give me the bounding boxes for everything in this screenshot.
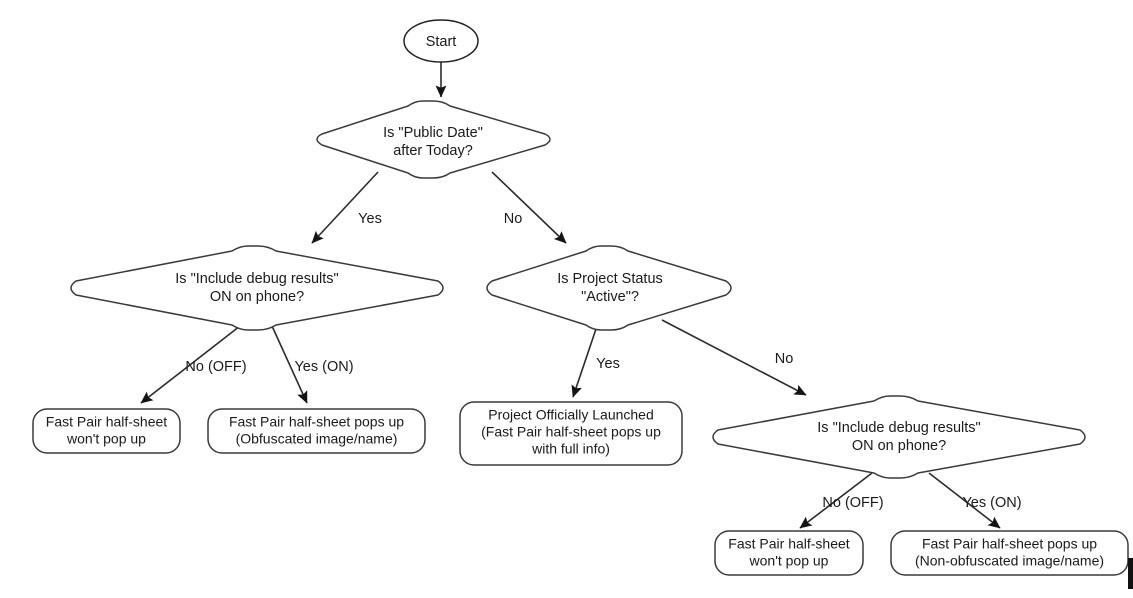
- result-d-line1: Fast Pair half-sheet: [728, 536, 849, 552]
- edge-label-project-status-no: No: [775, 351, 794, 367]
- edge-debug-left-yes: [271, 325, 308, 404]
- node-start[interactable]: Start: [403, 19, 479, 63]
- node-public-date-decision[interactable]: Is "Public Date" after Today?: [316, 100, 551, 179]
- project-status-line2: "Active"?: [581, 289, 639, 305]
- result-b-line1: Fast Pair half-sheet pops up: [229, 414, 404, 430]
- edge-public-date-no: [491, 171, 567, 244]
- edge-debug-left-no: [140, 325, 241, 404]
- edges-layer: [140, 62, 1001, 529]
- edge-label-public-date-no: No: [504, 211, 523, 227]
- result-a-box: [32, 408, 181, 454]
- debug-right-line1: Is "Include debug results": [817, 420, 980, 436]
- result-c-line3: with full info): [531, 441, 610, 457]
- page-edge-mark: [1128, 558, 1133, 589]
- start-label: Start: [426, 34, 457, 50]
- debug-results-right-diamond: [712, 395, 1086, 479]
- edge-label-debug-right-no: No (OFF): [822, 495, 883, 511]
- result-e-line1: Fast Pair half-sheet pops up: [922, 536, 1097, 552]
- result-c-line2: (Fast Pair half-sheet pops up: [481, 424, 661, 440]
- node-result-officially-launched[interactable]: Project Officially Launched (Fast Pair h…: [459, 401, 683, 466]
- debug-left-line2: ON on phone?: [210, 289, 304, 305]
- result-b-box: [207, 408, 426, 454]
- node-result-non-obfuscated[interactable]: Fast Pair half-sheet pops up (Non-obfusc…: [890, 530, 1129, 576]
- result-c-line1: Project Officially Launched: [488, 407, 654, 423]
- edge-label-project-status-yes: Yes: [596, 356, 620, 372]
- node-debug-results-right-decision[interactable]: Is "Include debug results" ON on phone?: [712, 395, 1086, 479]
- result-e-box: [890, 530, 1129, 576]
- project-status-diamond: [486, 245, 732, 331]
- result-d-box: [714, 530, 864, 576]
- debug-left-line1: Is "Include debug results": [175, 271, 338, 287]
- edge-debug-right-yes: [928, 472, 1001, 529]
- result-d-line2: won't pop up: [749, 553, 829, 569]
- public-date-line2: after Today?: [393, 143, 473, 159]
- edge-public-date-yes: [311, 171, 379, 244]
- edge-debug-right-no: [799, 472, 873, 529]
- edge-project-status-no: [661, 319, 807, 396]
- edge-labels-layer: Yes No No (OFF) Yes (ON) Yes No No (OFF)…: [185, 211, 1021, 511]
- edge-label-debug-left-no: No (OFF): [185, 359, 246, 375]
- start-ellipse: [403, 19, 479, 63]
- result-a-line1: Fast Pair half-sheet: [46, 414, 167, 430]
- result-e-line2: (Non-obfuscated image/name): [915, 553, 1104, 569]
- node-debug-results-left-decision[interactable]: Is "Include debug results" ON on phone?: [70, 245, 444, 331]
- debug-right-line2: ON on phone?: [852, 438, 946, 454]
- node-result-no-popup-right[interactable]: Fast Pair half-sheet won't pop up: [714, 530, 864, 576]
- edge-label-debug-right-yes: Yes (ON): [962, 495, 1021, 511]
- public-date-diamond: [316, 100, 551, 179]
- edge-label-public-date-yes: Yes: [358, 211, 382, 227]
- node-result-no-popup-left[interactable]: Fast Pair half-sheet won't pop up: [32, 408, 181, 454]
- result-a-line2: won't pop up: [66, 431, 146, 447]
- debug-results-left-diamond: [70, 245, 444, 331]
- node-project-status-decision[interactable]: Is Project Status "Active"?: [486, 245, 732, 331]
- public-date-line1: Is "Public Date": [383, 125, 483, 141]
- result-c-box: [459, 401, 683, 466]
- project-status-line1: Is Project Status: [557, 271, 663, 287]
- edge-project-status-yes: [571, 325, 598, 398]
- result-b-line2: (Obfuscated image/name): [236, 431, 398, 447]
- node-result-obfuscated[interactable]: Fast Pair half-sheet pops up (Obfuscated…: [207, 408, 426, 454]
- edge-label-debug-left-yes: Yes (ON): [294, 359, 353, 375]
